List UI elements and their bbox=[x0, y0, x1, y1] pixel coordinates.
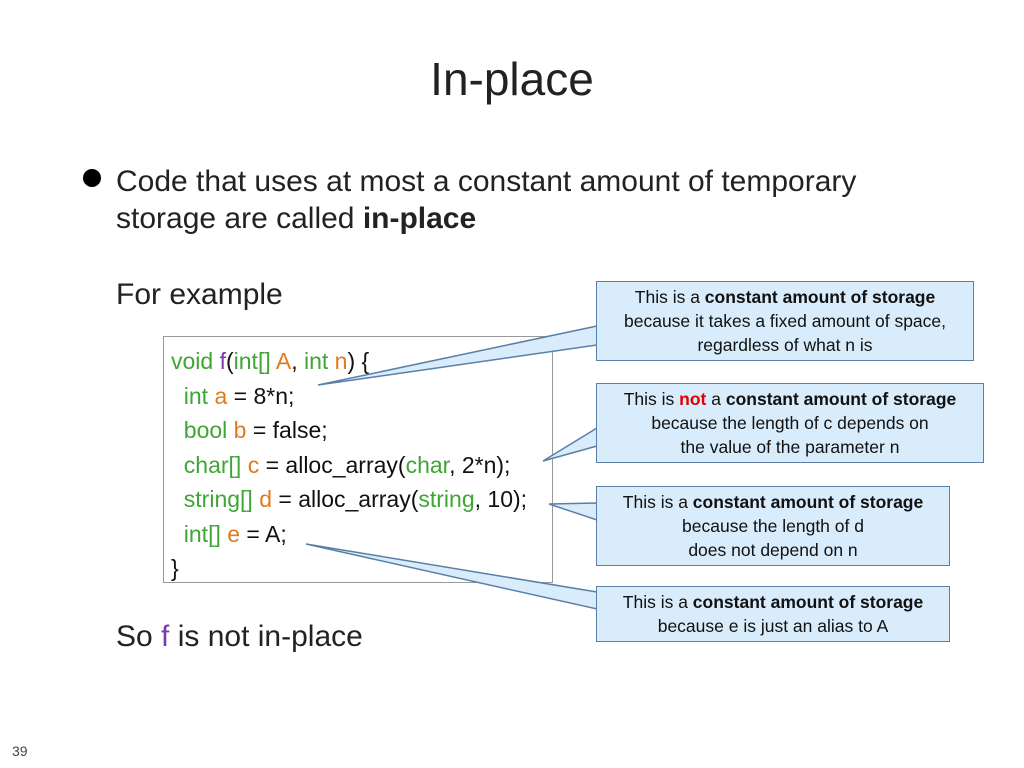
code-param: n bbox=[334, 348, 348, 374]
code-line-4: char[] c = alloc_array(char, 2*n); bbox=[171, 451, 511, 478]
callout-line: This is not a constant amount of storage bbox=[597, 387, 983, 411]
code-var: b bbox=[233, 417, 247, 443]
callout-a: This is a constant amount of storage bec… bbox=[596, 281, 974, 361]
page-number: 39 bbox=[12, 743, 28, 759]
code-type: int[] bbox=[171, 520, 228, 547]
callout-bold: constant amount of storage bbox=[725, 389, 957, 409]
code-line-5: string[] d = alloc_array(string, 10); bbox=[171, 486, 527, 512]
callout-line: because e is just an alias to A bbox=[657, 616, 889, 636]
callout-c: This is not a constant amount of storage… bbox=[596, 383, 984, 463]
code-line-2: int a = 8*n; bbox=[171, 382, 295, 409]
code-eq: = alloc_array( bbox=[259, 451, 406, 478]
code-rest: = A; bbox=[240, 520, 287, 547]
code-rest: = 8*n; bbox=[227, 382, 295, 409]
callout-line: because the length of d bbox=[682, 516, 864, 536]
callout-e: This is a constant amount of storage bec… bbox=[596, 586, 950, 642]
callout-bold: constant amount of storage bbox=[692, 592, 924, 612]
code-keyword: void bbox=[171, 348, 220, 374]
code-punct: ) { bbox=[347, 348, 370, 374]
callout-text: This is a bbox=[634, 287, 705, 307]
conclusion-prefix: So bbox=[116, 620, 162, 653]
code-line-3: bool b = false; bbox=[171, 417, 328, 443]
callout-bold: constant amount of storage bbox=[692, 492, 924, 512]
callout-line: This is a constant amount of storage bbox=[597, 590, 949, 614]
code-type: int bbox=[171, 382, 215, 409]
callout-line: does not depend on n bbox=[688, 540, 858, 560]
code-type-arg: char bbox=[405, 451, 450, 478]
bullet-text-bold: in-place bbox=[362, 202, 477, 235]
code-var: a bbox=[214, 382, 228, 409]
callout-line: because it takes a fixed amount of space… bbox=[624, 311, 946, 331]
callout-pointer-3 bbox=[548, 502, 598, 522]
code-var: d bbox=[259, 486, 272, 512]
callout-line: because the length of c depends on bbox=[651, 413, 929, 433]
code-param: A bbox=[275, 348, 292, 374]
slide-title: In-place bbox=[430, 53, 594, 105]
callout-line: the value of the parameter n bbox=[680, 437, 900, 457]
callout-d: This is a constant amount of storage bec… bbox=[596, 486, 950, 566]
code-line-6: int[] e = A; bbox=[171, 521, 287, 547]
callout-bold: constant amount of storage bbox=[704, 287, 936, 307]
code-punct: , bbox=[291, 348, 304, 374]
code-line-7: } bbox=[171, 555, 179, 581]
code-type-arg: string bbox=[418, 486, 475, 512]
callout-text: This is bbox=[623, 389, 680, 409]
code-type: char[] bbox=[171, 451, 248, 478]
callout-text: This is a bbox=[622, 592, 693, 612]
callout-line: regardless of what n is bbox=[697, 335, 873, 355]
code-function-name: f bbox=[219, 348, 226, 374]
code-var: e bbox=[227, 520, 241, 547]
code-punct: ( bbox=[225, 348, 234, 374]
code-rest: = false; bbox=[246, 417, 328, 443]
code-eq: = alloc_array( bbox=[272, 486, 419, 512]
code-line-1: void f(int[] A, int n) { bbox=[171, 348, 369, 374]
code-rest: , 10); bbox=[474, 486, 528, 512]
callout-red-word: not bbox=[679, 389, 707, 409]
callout-line: This is a constant amount of storage bbox=[597, 490, 949, 514]
code-type: bool bbox=[171, 417, 234, 443]
code-rest: , 2*n); bbox=[449, 451, 511, 478]
callout-line: This is a constant amount of storage bbox=[597, 285, 973, 309]
conclusion-suffix: is not in-place bbox=[169, 620, 363, 653]
bullet-dot-icon bbox=[83, 169, 101, 187]
code-block: void f(int[] A, int n) { int a = 8*n; bo… bbox=[171, 344, 527, 586]
conclusion-function-name: f bbox=[161, 620, 170, 653]
callout-text: a bbox=[706, 389, 726, 409]
code-type: int[] bbox=[233, 348, 276, 374]
code-type: string[] bbox=[171, 486, 260, 512]
example-label: For example bbox=[116, 278, 283, 311]
code-var: c bbox=[247, 451, 260, 478]
bullet-text-main: Code that uses at most a constant amount… bbox=[116, 165, 857, 235]
callout-text: This is a bbox=[622, 492, 693, 512]
code-type: int bbox=[303, 348, 335, 374]
bullet-text: Code that uses at most a constant amount… bbox=[116, 163, 936, 237]
conclusion-text: So f is not in-place bbox=[116, 620, 363, 654]
